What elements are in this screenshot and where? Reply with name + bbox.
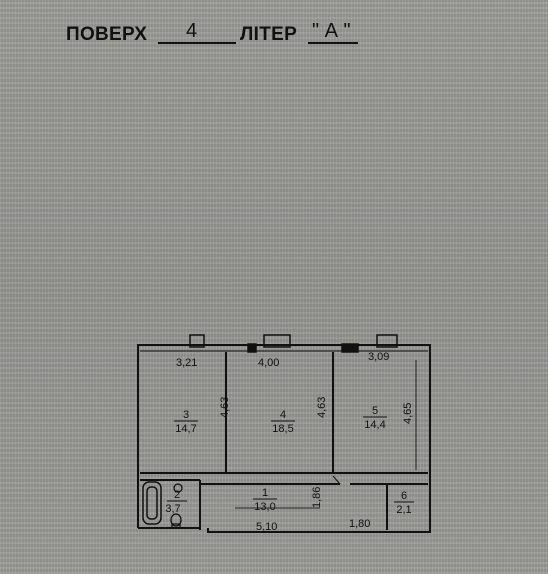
window-marks xyxy=(140,334,428,353)
room-2-label: 2 3,7 xyxy=(165,489,187,515)
floor-underline xyxy=(158,42,236,44)
dim-room6-width: 1,80 xyxy=(349,518,370,530)
dim-room4-depth: 4,63 xyxy=(316,397,328,418)
room-4-number: 4 xyxy=(280,409,286,421)
letter-value: " А " xyxy=(312,20,351,42)
partitions xyxy=(140,352,428,530)
bathtub-icon xyxy=(142,481,162,525)
room-1-number: 1 xyxy=(262,487,268,499)
sink-icon xyxy=(173,483,183,493)
dimension-lines xyxy=(235,360,417,509)
room-3-label: 3 14,7 xyxy=(174,409,198,435)
room-5-number: 5 xyxy=(372,405,378,417)
room-1-area: 13,0 xyxy=(254,501,275,513)
room-5-label: 5 14,4 xyxy=(363,405,387,431)
floor-label: ПОВЕРХ xyxy=(66,24,148,45)
room-2-number: 2 xyxy=(174,489,180,501)
room-5-area: 14,4 xyxy=(364,419,385,431)
room-1-label: 1 13,0 xyxy=(253,487,277,513)
room-6-area: 2,1 xyxy=(396,504,411,516)
room-3-area: 14,7 xyxy=(175,423,196,435)
letter-underline xyxy=(308,42,358,44)
dim-room5-depth: 4,65 xyxy=(402,403,414,424)
outer-walls xyxy=(137,344,431,533)
room-2-area: 3,7 xyxy=(165,503,180,515)
dim-hall-depth: 1,86 xyxy=(311,487,323,508)
dim-room3-width: 3,21 xyxy=(176,357,197,369)
room-6-number: 6 xyxy=(401,490,407,502)
dim-room5-width: 3,09 xyxy=(368,351,389,363)
dim-hall-width: 5,10 xyxy=(256,521,277,533)
dim-room4-width: 4,00 xyxy=(258,357,279,369)
letter-label: ЛІТЕР xyxy=(240,24,298,45)
floor-value: 4 xyxy=(186,20,198,42)
room-4-area: 18,5 xyxy=(272,423,293,435)
room-3-number: 3 xyxy=(183,409,189,421)
dim-room3-depth: 4,63 xyxy=(219,397,231,418)
toilet-icon xyxy=(170,513,182,529)
room-4-label: 4 18,5 xyxy=(271,409,295,435)
room-6-label: 6 2,1 xyxy=(394,490,414,516)
